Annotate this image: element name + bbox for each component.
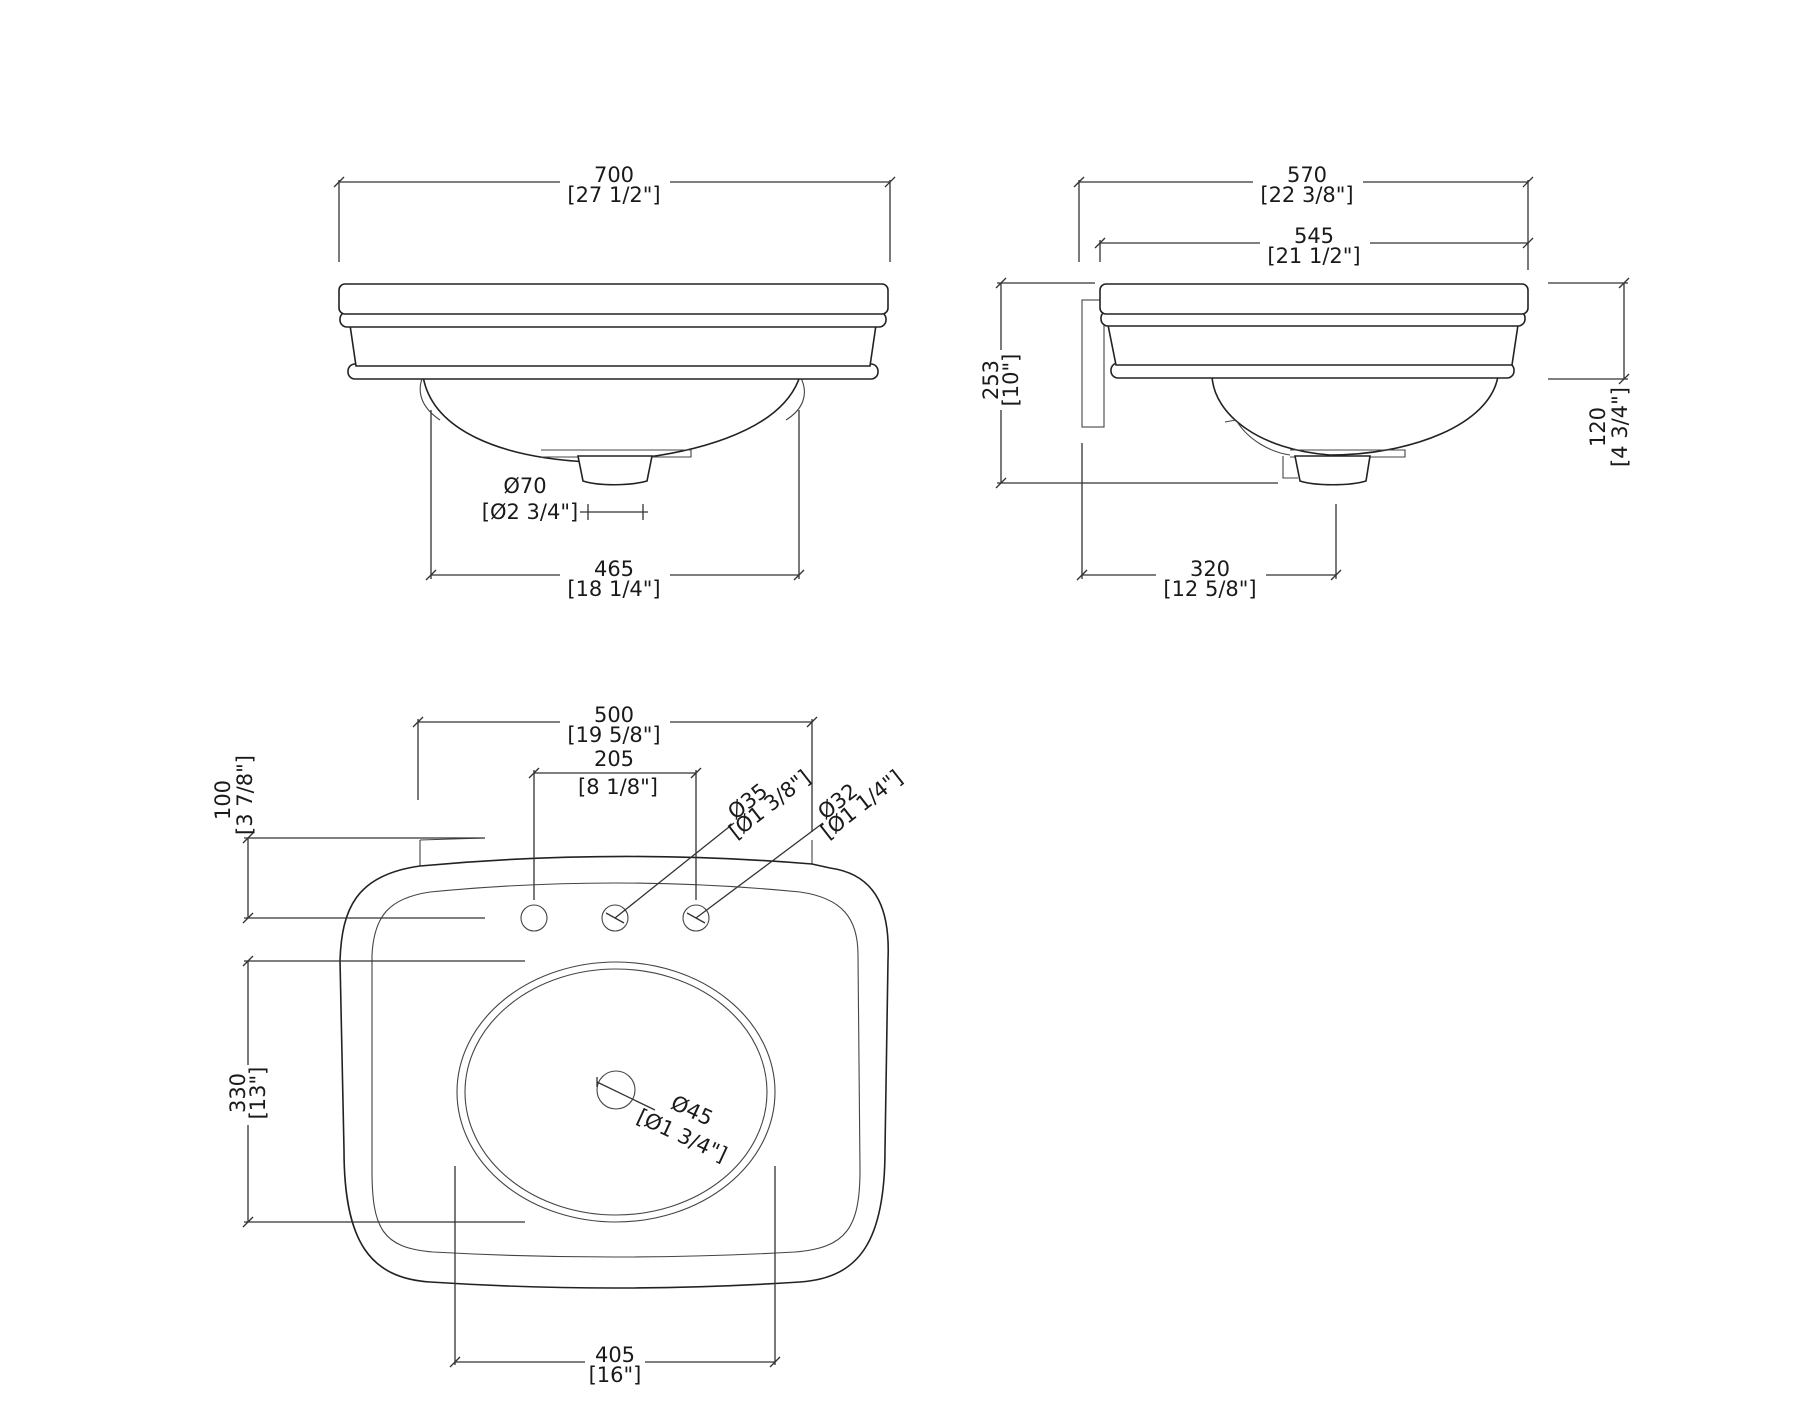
dim-545-mm: 545 bbox=[1294, 224, 1334, 248]
dim-465-in: [18 1/4"] bbox=[567, 577, 660, 601]
dim-570: 570 [22 3/8"] bbox=[1073, 160, 1534, 270]
dim-253-mm: 253 bbox=[979, 360, 1003, 400]
dim-waste-70: Ø70 [Ø2 3/4"] bbox=[482, 474, 648, 524]
dim-205-mm: 205 bbox=[594, 747, 634, 771]
dim-465: 465 [18 1/4"] bbox=[425, 410, 805, 601]
front-view: 700 [27 1/2"] Ø70 [Ø2 3/4"] 465 [18 1/4"… bbox=[333, 160, 896, 601]
dim-500: 500 [19 5/8"] bbox=[412, 700, 818, 832]
dim-330-mm: 330 bbox=[226, 1073, 250, 1113]
dim-330: 330 [13"] bbox=[226, 955, 525, 1228]
dim-545: 545 [21 1/2"] bbox=[1094, 221, 1534, 268]
plan-basin-outline bbox=[339, 837, 890, 1289]
dim-700-mm: 700 bbox=[594, 163, 634, 187]
dim-700: 700 [27 1/2"] bbox=[333, 160, 896, 262]
dim-320: 320 [12 5/8"] bbox=[1076, 443, 1342, 601]
dim-330-in: [13"] bbox=[246, 1067, 270, 1120]
side-basin-outline bbox=[1081, 283, 1529, 486]
waste-mm: Ø70 bbox=[503, 474, 546, 498]
waste-in: [Ø2 3/4"] bbox=[482, 500, 578, 524]
dim-320-in: [12 5/8"] bbox=[1163, 577, 1256, 601]
tap-hole-left bbox=[520, 904, 548, 932]
dim-570-mm: 570 bbox=[1287, 163, 1327, 187]
dim-253-in: [10"] bbox=[999, 354, 1023, 407]
dim-700-in: [27 1/2"] bbox=[567, 183, 660, 207]
dim-205: 205 [8 1/8"] bbox=[528, 747, 702, 900]
dim-500-mm: 500 bbox=[594, 703, 634, 727]
dim-205-in: [8 1/8"] bbox=[578, 775, 658, 799]
tap-hole-right bbox=[682, 904, 710, 932]
tap-hole-center bbox=[601, 904, 629, 932]
front-basin-outline bbox=[338, 283, 889, 486]
dim-253: 253 [10"] bbox=[979, 277, 1278, 489]
dim-405-mm: 405 bbox=[595, 1343, 635, 1367]
side-view: 570 [22 3/8"] 545 [21 1/2"] 253 [10"] bbox=[979, 160, 1632, 601]
dim-120-mm: 120 bbox=[1586, 407, 1610, 447]
dim-100: 100 [3 7/8"] bbox=[211, 755, 485, 924]
plan-view: 500 [19 5/8"] 205 [8 1/8"] Ø35 [Ø1 3/8"] bbox=[211, 700, 907, 1387]
dim-100-mm: 100 bbox=[211, 780, 235, 820]
dim-405: 405 [16"] bbox=[449, 1166, 781, 1387]
dim-500-in: [19 5/8"] bbox=[567, 723, 660, 747]
dim-545-in: [21 1/2"] bbox=[1267, 244, 1360, 268]
dim-100-in: [3 7/8"] bbox=[233, 755, 257, 835]
dim-570-in: [22 3/8"] bbox=[1260, 183, 1353, 207]
dim-120: 120 [4 3/4"] bbox=[1548, 277, 1632, 467]
dim-465-mm: 465 bbox=[594, 557, 634, 581]
dim-405-in: [16"] bbox=[589, 1363, 642, 1387]
dim-320-mm: 320 bbox=[1190, 557, 1230, 581]
dim-120-in: [4 3/4"] bbox=[1608, 387, 1632, 467]
